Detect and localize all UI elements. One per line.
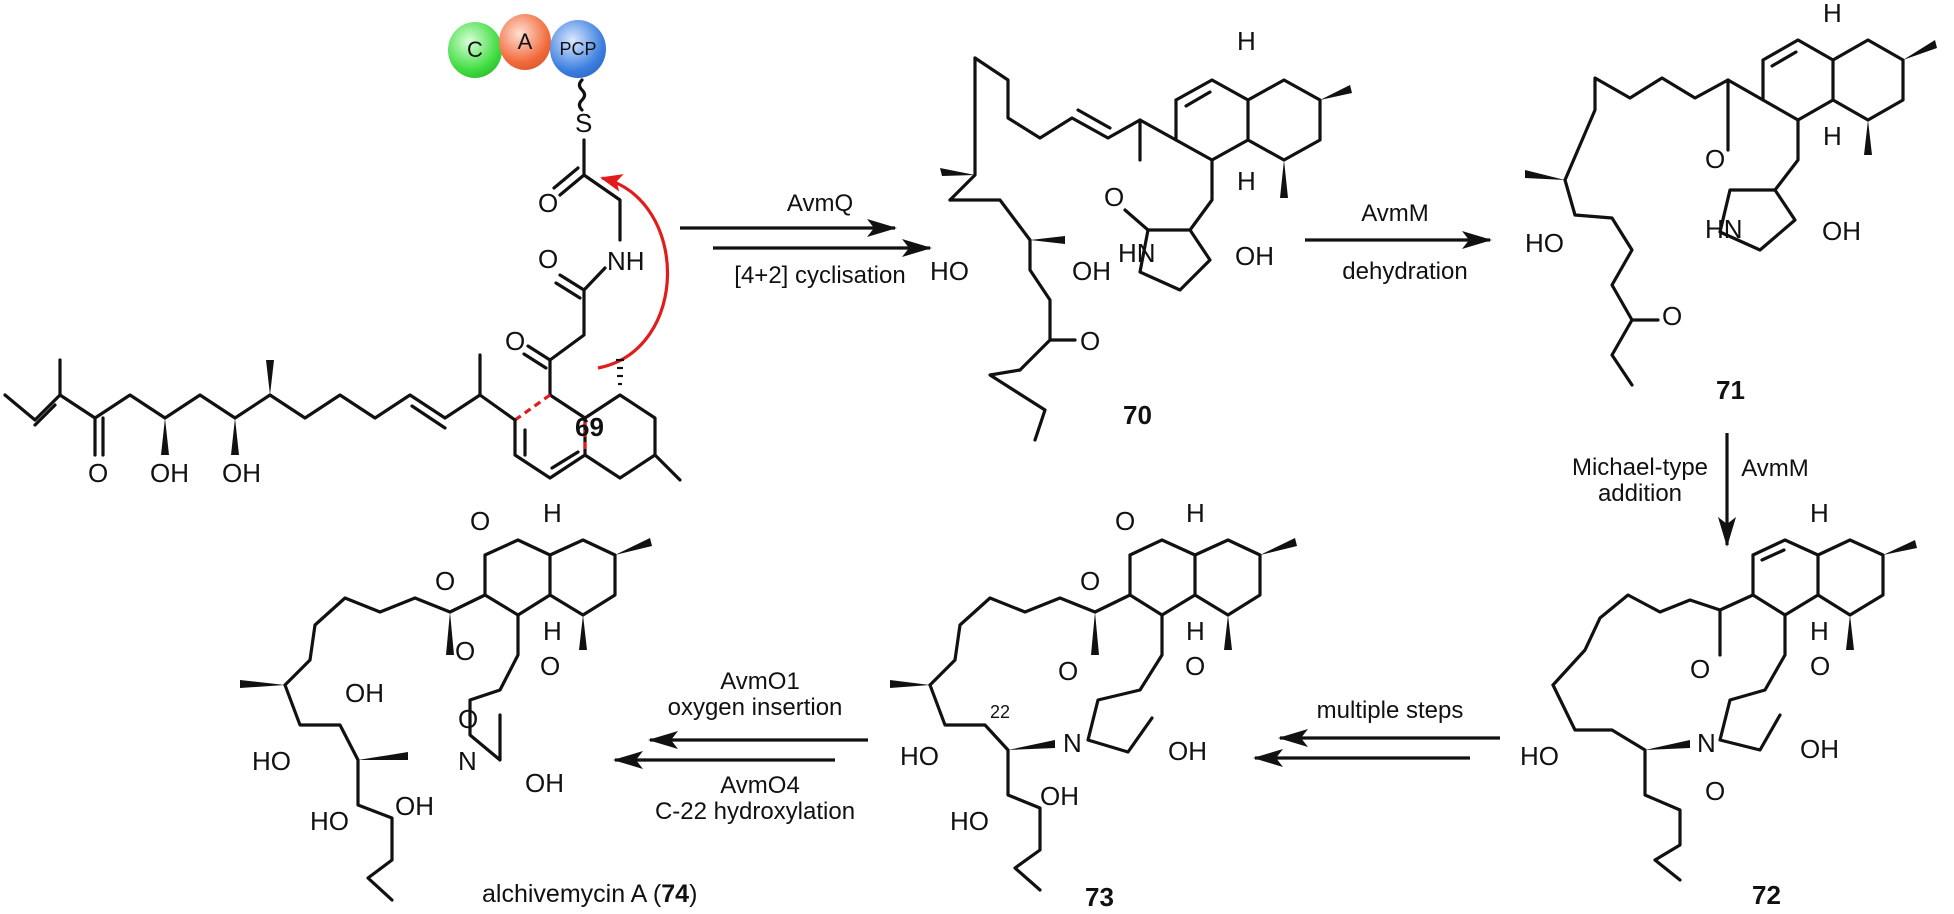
compound-72-number: 72 (1752, 880, 1781, 910)
compound-74-number: 74 (661, 880, 690, 908)
oxygen-atom: O (540, 651, 560, 681)
nh-label: HN (1705, 214, 1743, 244)
oxygen-atom: O (1810, 651, 1830, 681)
hydrogen-label: H (543, 498, 562, 528)
oxygen-atom: O (1058, 656, 1078, 686)
sulfur-atom: S (575, 108, 592, 138)
hydrogen-label: H (1186, 616, 1205, 646)
hydrogen-label: H (1810, 498, 1829, 528)
hydroxyl-label: OH (150, 458, 189, 488)
hydroxyl-label: OH (1800, 734, 1839, 764)
oxygen-atom: O (505, 326, 525, 356)
compound-73-number: 73 (1085, 882, 1114, 912)
hydroxyl-label: HO (900, 741, 939, 771)
hydrogen-label: H (543, 616, 562, 646)
step5-enzyme2-label: AvmO4 (720, 772, 800, 799)
compound-74-suffix: ) (689, 880, 698, 908)
oxygen-atom: O (1115, 506, 1135, 536)
hydrogen-label: H (1237, 166, 1256, 196)
pcp-domain-ball: PCP (550, 20, 606, 78)
hydrogen-label: H (1810, 616, 1829, 646)
oxygen-atom: O (1080, 566, 1100, 596)
c-domain-label: C (467, 37, 483, 62)
nh-label: HN (1118, 238, 1156, 268)
oxygen-atom: O (538, 244, 558, 274)
oxygen-atom: O (1104, 182, 1124, 212)
nh-label: NH (607, 246, 645, 276)
oxygen-atom: O (1690, 654, 1710, 684)
hydroxyl-label: OH (1072, 256, 1111, 286)
step2-enzyme-label: AvmM (1361, 200, 1429, 227)
oxygen-atom: O (1185, 651, 1205, 681)
step5-reaction-label: oxygen insertion (667, 694, 843, 721)
compound-70-number: 70 (1123, 400, 1152, 430)
hydroxyl-label: OH (1168, 736, 1207, 766)
step3-enzyme-label: AvmM (1741, 455, 1809, 482)
hydroxyl-label: OH (1235, 241, 1274, 271)
step3-reaction-label: Michael-type addition (1571, 454, 1709, 507)
compound-72-structure: H H O O N OH HO O (1520, 498, 1917, 882)
compound-70-structure: H H O HN OH HO OH O (930, 26, 1352, 442)
hydrogen-label: H (1186, 498, 1205, 528)
nucleophilic-attack-arrow (597, 174, 669, 370)
hydroxyl-label: HO (1525, 228, 1564, 258)
oxygen-atom: O (538, 188, 558, 218)
step4-reaction-label: multiple steps (1316, 697, 1464, 724)
oxygen-atom: O (1705, 144, 1725, 174)
compound-74-name: alchivemycin A (74) (482, 880, 697, 908)
hydroxyl-label: HO (1520, 741, 1559, 771)
oxygen-atom: O (470, 506, 490, 536)
hydroxyl-label: HO (310, 806, 349, 836)
compound-71-structure: H H O HN OH HO O (1525, 0, 1937, 387)
step1-enzyme-label: AvmQ (786, 190, 854, 217)
nitrogen-label: N (458, 746, 477, 776)
oxygen-atom: O (455, 636, 475, 666)
hydrogen-label: H (1823, 0, 1842, 28)
hydroxyl-label: OH (222, 458, 261, 488)
nitrogen-label: N (1063, 728, 1082, 758)
hydroxyl-label: OH (525, 768, 564, 798)
compound-71-number: 71 (1716, 375, 1745, 405)
hydroxyl-label: OH (1822, 216, 1861, 246)
hydroxyl-label: HO (930, 256, 969, 286)
step1-reaction-label: [4+2] cyclisation (734, 262, 906, 289)
pcp-domain-label: PCP (559, 38, 597, 59)
position-22-label: 22 (990, 702, 1010, 722)
compound-69-structure: S O NH O O (3, 78, 682, 488)
compound-74-prefix: alchivemycin A ( (482, 880, 662, 908)
wavy-bond (577, 78, 587, 112)
compound-73-structure: O H H O O O N OH 22 HO HO OH (890, 498, 1297, 892)
hydroxyl-label: HO (950, 806, 989, 836)
ring-oxygen-label: O (458, 704, 478, 734)
c-domain-ball: C (448, 22, 502, 78)
compound-69-number: 69 (575, 412, 604, 442)
hydrogen-label: H (1237, 26, 1256, 56)
step5-enzyme-label: AvmO1 (720, 668, 800, 695)
oxygen-atom: O (88, 458, 108, 488)
oxygen-atom: O (435, 566, 455, 596)
oxygen-atom: O (1662, 301, 1682, 331)
a-domain-ball: A (499, 14, 551, 70)
oxygen-atom: O (1080, 326, 1100, 356)
nitrogen-label: N (1697, 728, 1716, 758)
hydroxyl-label: OH (1040, 781, 1079, 811)
a-domain-label: A (517, 29, 533, 54)
hydrogen-label: H (1823, 121, 1842, 151)
hydroxyl-label: OH (395, 791, 434, 821)
step2-reaction-label: dehydration (1342, 258, 1468, 285)
hydroxyl-label: OH (345, 678, 384, 708)
oxygen-atom: O (1705, 776, 1725, 806)
hydroxyl-label: HO (252, 746, 291, 776)
step5-reaction2-label: C-22 hydroxylation (654, 798, 856, 825)
compound-74-structure: O H H O O O O N OH OH HO HO OH (240, 498, 652, 902)
